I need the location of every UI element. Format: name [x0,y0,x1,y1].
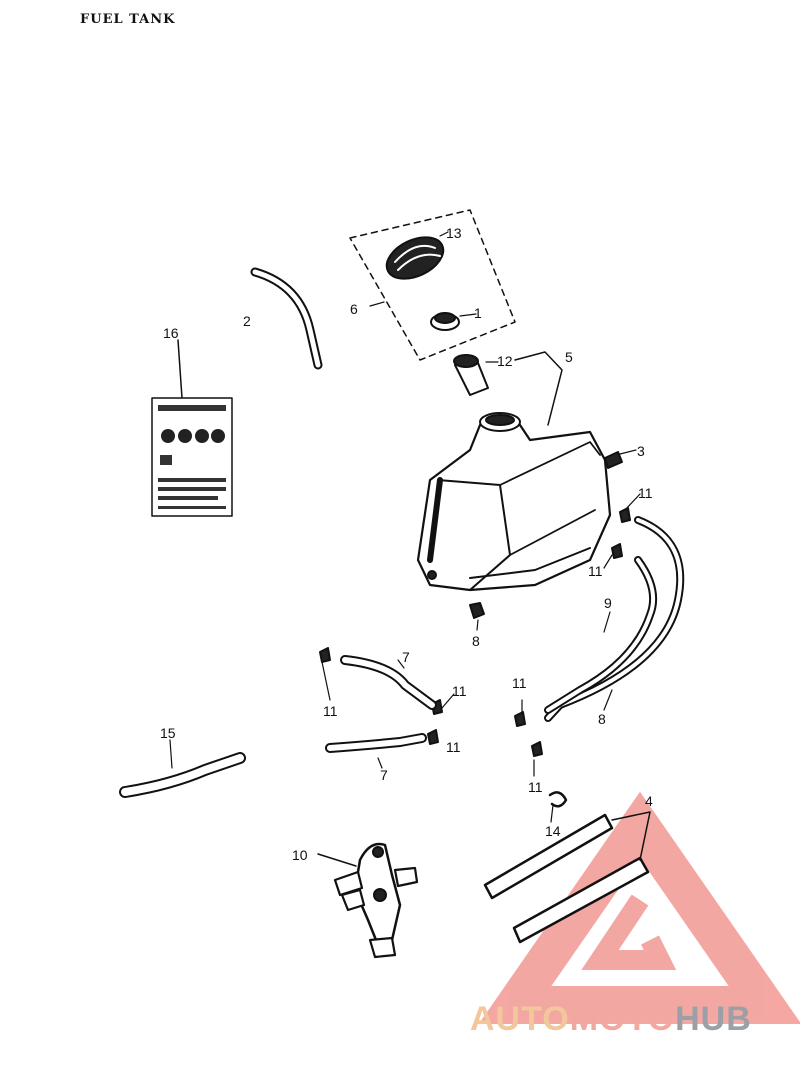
bolt-part-3 [604,451,623,469]
cap-gasket-part-1 [430,312,460,331]
callout-11d: 11 [323,703,338,719]
callout-10: 10 [292,847,308,863]
warning-label-part-16 [151,397,233,517]
watermark-logo-triangle [478,791,800,1024]
watermark-text-hub: HUB [675,1000,752,1038]
callout-9: 9 [604,595,612,611]
fuel-cap-part-13 [385,236,445,280]
callout-16: 16 [163,325,179,341]
callout-2: 2 [243,313,251,329]
watermark-text: AUTOMOTOHUB [470,1000,752,1040]
callout-14: 14 [545,823,561,839]
watermark-text-auto: AUTO [470,1000,570,1038]
callout-8a: 8 [472,633,480,649]
callout-4: 4 [645,793,653,809]
clamp-part-14 [548,791,568,808]
callout-8b: 8 [598,711,606,727]
callout-6: 6 [350,301,358,317]
callout-15: 15 [160,725,176,741]
callout-11a: 11 [638,485,653,501]
callout-11b: 11 [588,563,603,579]
watermark-text-moto: MOTO [569,1000,676,1038]
callout-11c: 11 [452,683,467,699]
callout-3: 3 [637,443,645,459]
callout-11g: 11 [528,779,543,795]
callout-11e: 11 [512,675,527,691]
callout-5: 5 [565,349,573,365]
cap-assembly-outline [349,209,516,361]
filter-part-12 [453,354,489,396]
nut-part-8 [469,602,485,619]
rubber-strip-part-4 [483,813,650,944]
fuel-tank-part-5 [416,412,612,592]
callout-7a: 7 [402,649,410,665]
fuel-cock-part-10 [333,842,419,959]
callout-13: 13 [446,225,462,241]
diagram-title: FUEL TANK [80,12,176,27]
callout-1: 1 [474,305,482,321]
callout-12: 12 [497,353,513,369]
callout-11f: 11 [446,739,461,755]
callout-7b: 7 [380,767,388,783]
